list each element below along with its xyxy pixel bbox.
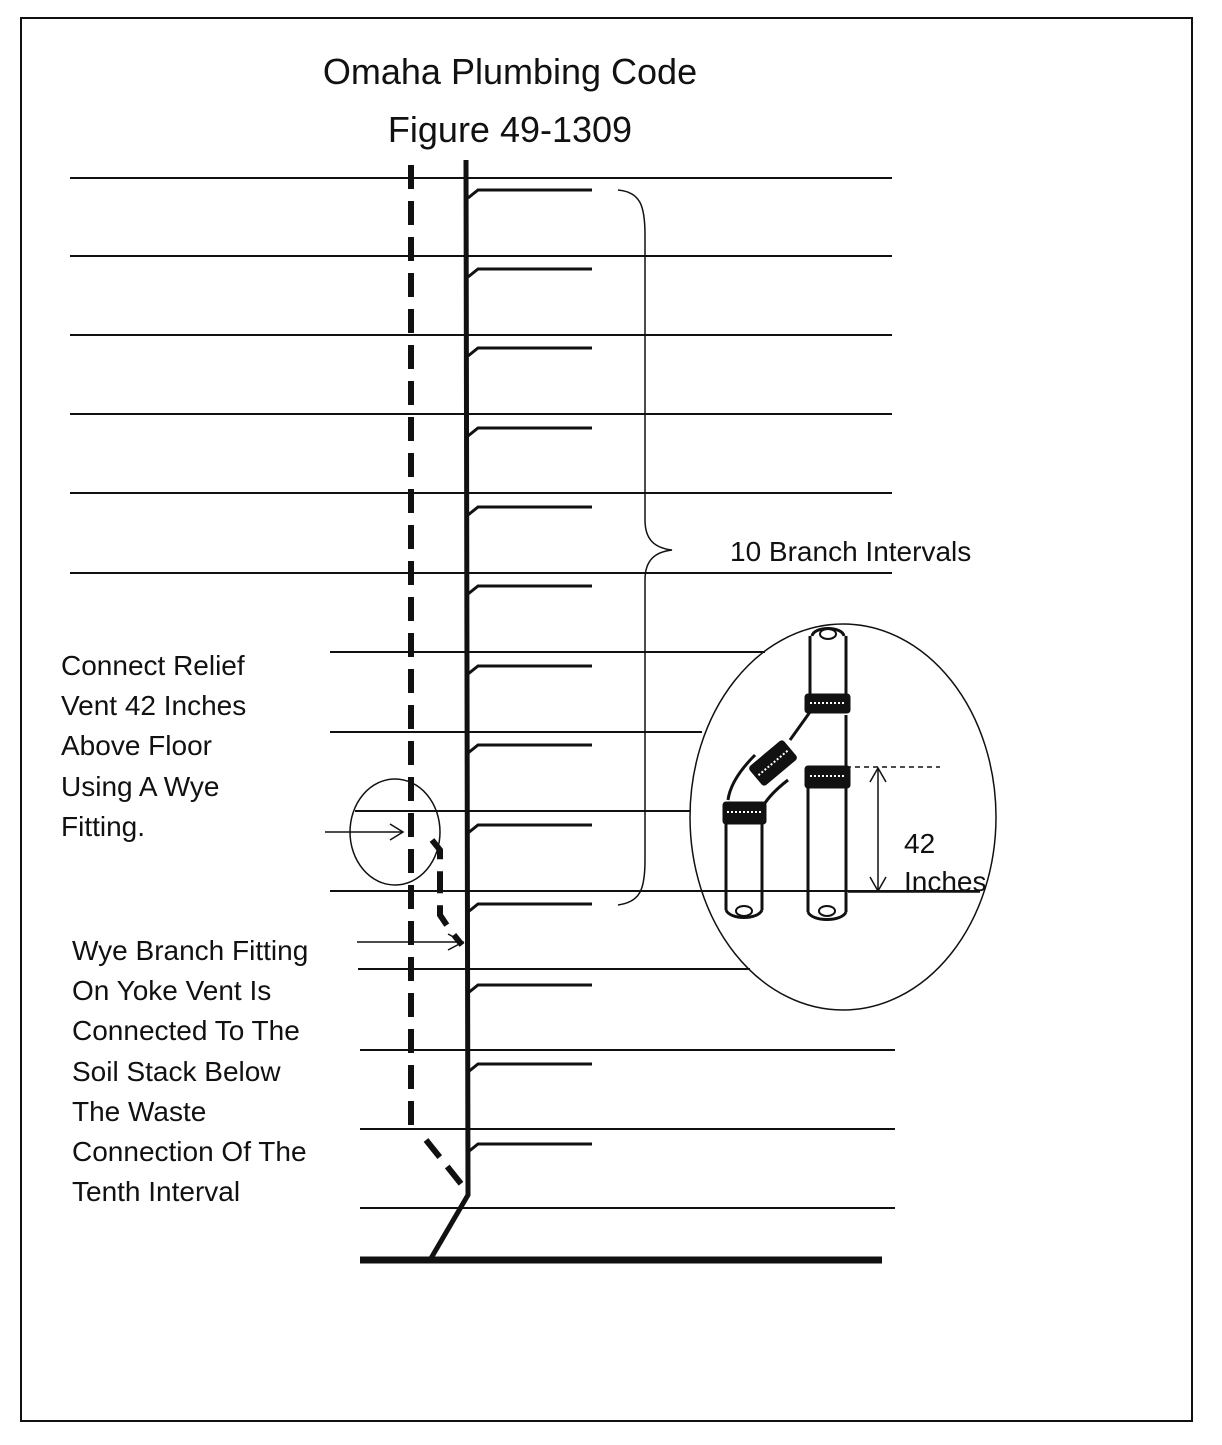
branch-intervals-label: 10 Branch Intervals — [730, 536, 972, 567]
detail-branch-couplings — [722, 740, 797, 825]
note-line: Soil Stack Below — [72, 1055, 281, 1087]
fitting-detail-ellipse — [689, 623, 997, 1011]
waste-branch — [467, 426, 592, 438]
relief-vent-arrowhead — [389, 823, 405, 841]
waste-branches — [467, 188, 592, 1154]
yoke-vent-connection-upper — [429, 838, 465, 947]
height-label: 42 Inches — [904, 825, 987, 901]
waste-branch — [467, 346, 592, 358]
waste-branch — [467, 267, 592, 279]
waste-branch — [467, 188, 592, 200]
note-line: Using A Wye — [61, 770, 220, 802]
waste-branch — [467, 1142, 592, 1154]
figure-number: Figure 49-1309 — [387, 109, 633, 150]
waste-branch — [467, 743, 592, 755]
detail-stack-couplings — [804, 693, 851, 789]
note-line: Connected To The — [72, 1015, 300, 1047]
waste-branch — [467, 902, 592, 914]
height-unit: Inches — [904, 866, 987, 897]
detail-branch-pipe — [724, 753, 789, 919]
figure-frame — [20, 17, 1193, 1422]
soil-stack — [427, 159, 471, 1262]
dimension-arrowhead-bottom — [869, 876, 887, 893]
note-line: On Yoke Vent Is — [72, 975, 272, 1007]
waste-branch — [467, 505, 592, 517]
figure-title: Omaha Plumbing Code — [322, 51, 698, 92]
note-line: Tenth Interval — [72, 1176, 241, 1208]
waste-branch — [467, 983, 592, 995]
height-value: 42 — [904, 828, 936, 859]
waste-branch — [467, 823, 592, 835]
note-line: The Waste — [72, 1095, 207, 1127]
note-line: Connect Relief — [61, 650, 245, 681]
waste-branch — [467, 1062, 592, 1074]
note-line: Above Floor — [61, 730, 212, 762]
waste-branch — [467, 584, 592, 596]
note-line: Vent 42 Inches — [61, 690, 247, 722]
note-line: Wye Branch Fitting — [72, 935, 309, 966]
waste-branch — [467, 664, 592, 676]
dimension-arrowhead-top — [869, 766, 887, 783]
intervals-brace — [617, 189, 673, 906]
note-line: Connection Of The — [72, 1136, 307, 1168]
wye-branch-arrowhead — [447, 933, 465, 951]
note-line: Fitting. — [61, 810, 146, 842]
wye-branch-note: Wye Branch Fitting On Yoke Vent Is Connect… — [72, 931, 362, 1212]
yoke-vent-connection-lower — [423, 1138, 469, 1192]
